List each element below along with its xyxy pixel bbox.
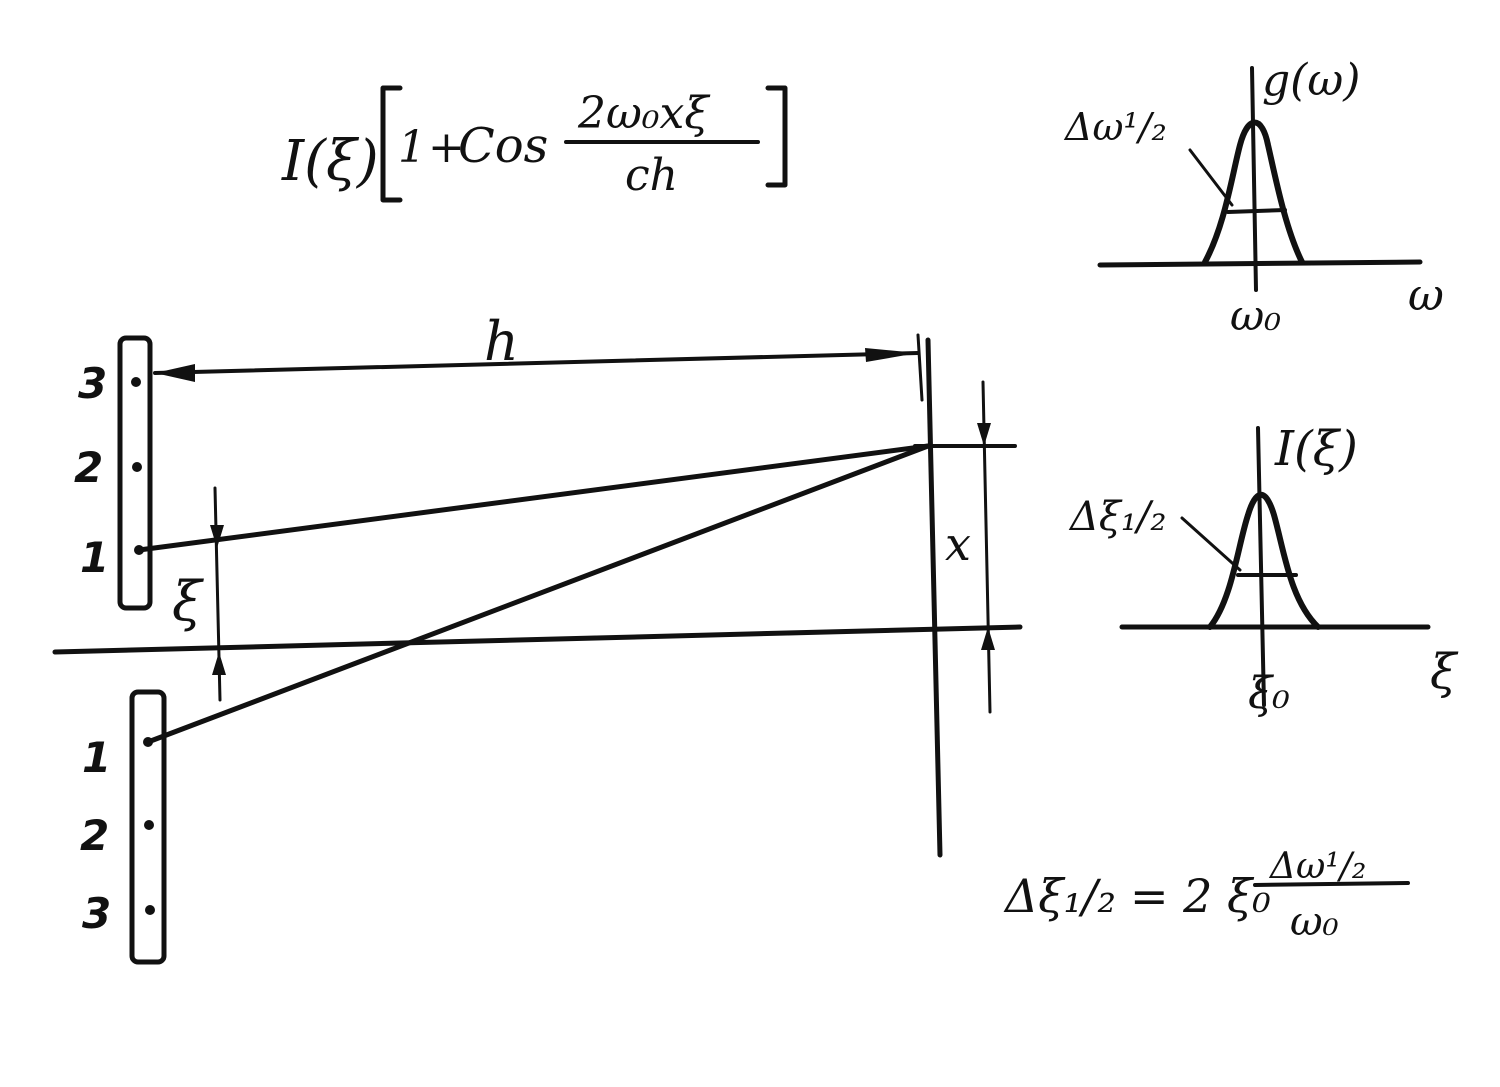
intensity-y-axis — [1256, 426, 1266, 707]
x-arrow-bottom — [981, 627, 995, 650]
bottom-formula: Δξ₁/₂ = 2 ξ₀ Δω¹/₂ ω₀ — [1003, 846, 1410, 945]
spectrum-x-axis — [1097, 259, 1423, 268]
main-geometry: h x ξ 3 2 1 1 2 3 — [52, 310, 1023, 965]
formula-cos: Cos — [458, 118, 548, 174]
intensity-x-label: ξ — [1430, 644, 1459, 700]
h-arrow-right — [865, 348, 918, 362]
label-h: h — [484, 310, 519, 373]
upper-slit-2 — [132, 462, 142, 472]
intensity-width-label: Δξ₁/₂ — [1068, 494, 1166, 540]
spectrum-y-axis — [1250, 66, 1258, 292]
spectrum-width-label: Δω¹/₂ — [1063, 105, 1167, 149]
ray-upper — [136, 443, 931, 553]
bottom-numerator: Δω¹/₂ — [1268, 846, 1366, 887]
lower-number-3: 3 — [82, 889, 111, 938]
label-x: x — [945, 517, 971, 571]
left-bracket — [380, 85, 403, 203]
lower-slit-2 — [144, 820, 154, 830]
lower-number-2: 2 — [80, 811, 109, 860]
optical-axis — [52, 624, 1023, 655]
bottom-fraction-bar — [1253, 881, 1410, 887]
upper-number-3: 3 — [78, 359, 107, 408]
formula-numerator: 2ω₀xξ — [577, 88, 711, 139]
spectrum-x-label: ω — [1408, 270, 1444, 321]
lower-slit-3 — [145, 905, 155, 915]
xi-arrow-bottom — [212, 652, 226, 675]
spectrum-width-leader — [1188, 148, 1234, 207]
spectrum-curve — [1202, 119, 1305, 265]
bottom-denominator: ω₀ — [1290, 899, 1339, 945]
intensity-width-leader — [1180, 516, 1242, 572]
intensity-center-label: ξ₀ — [1248, 668, 1290, 719]
formula-one: 1 — [398, 122, 426, 173]
bottom-eq: = 2 ξ₀ — [1130, 869, 1271, 923]
spectrum-half-width — [1226, 208, 1287, 214]
right-bracket — [765, 85, 788, 188]
upper-slit-array — [117, 335, 153, 611]
h-dimension-line — [153, 351, 920, 375]
top-formula: I(ξ) 1 + Cos 2ω₀xξ ch — [281, 85, 788, 203]
spectrum-center-label: ω₀ — [1230, 291, 1281, 340]
h-extension — [916, 333, 924, 402]
upper-slit-3 — [131, 377, 141, 387]
intensity-graph: I(ξ) ξ ξ₀ Δξ₁/₂ — [1068, 421, 1459, 719]
spectrum-graph: g(ω) ω ω₀ Δω¹/₂ — [1063, 55, 1444, 340]
label-xi: ξ — [172, 570, 204, 633]
formula-plus: + — [428, 122, 465, 173]
bottom-lhs: Δξ₁/₂ — [1003, 869, 1116, 923]
formula-prefix: I(ξ) — [281, 129, 379, 194]
lower-number-1: 1 — [82, 733, 111, 782]
intensity-curve — [1207, 492, 1321, 630]
upper-number-1: 1 — [80, 533, 109, 582]
lower-slit-array — [129, 689, 167, 965]
h-arrow-left — [155, 364, 195, 382]
formula-denominator: ch — [625, 150, 678, 201]
screen-line — [925, 337, 943, 858]
upper-number-2: 2 — [74, 443, 103, 492]
xi-arrow-top — [210, 525, 224, 548]
intensity-y-label: I(ξ) — [1274, 421, 1358, 477]
ray-lower — [145, 443, 931, 745]
x-arrow-top — [977, 423, 991, 446]
spectrum-y-label: g(ω) — [1262, 55, 1360, 106]
